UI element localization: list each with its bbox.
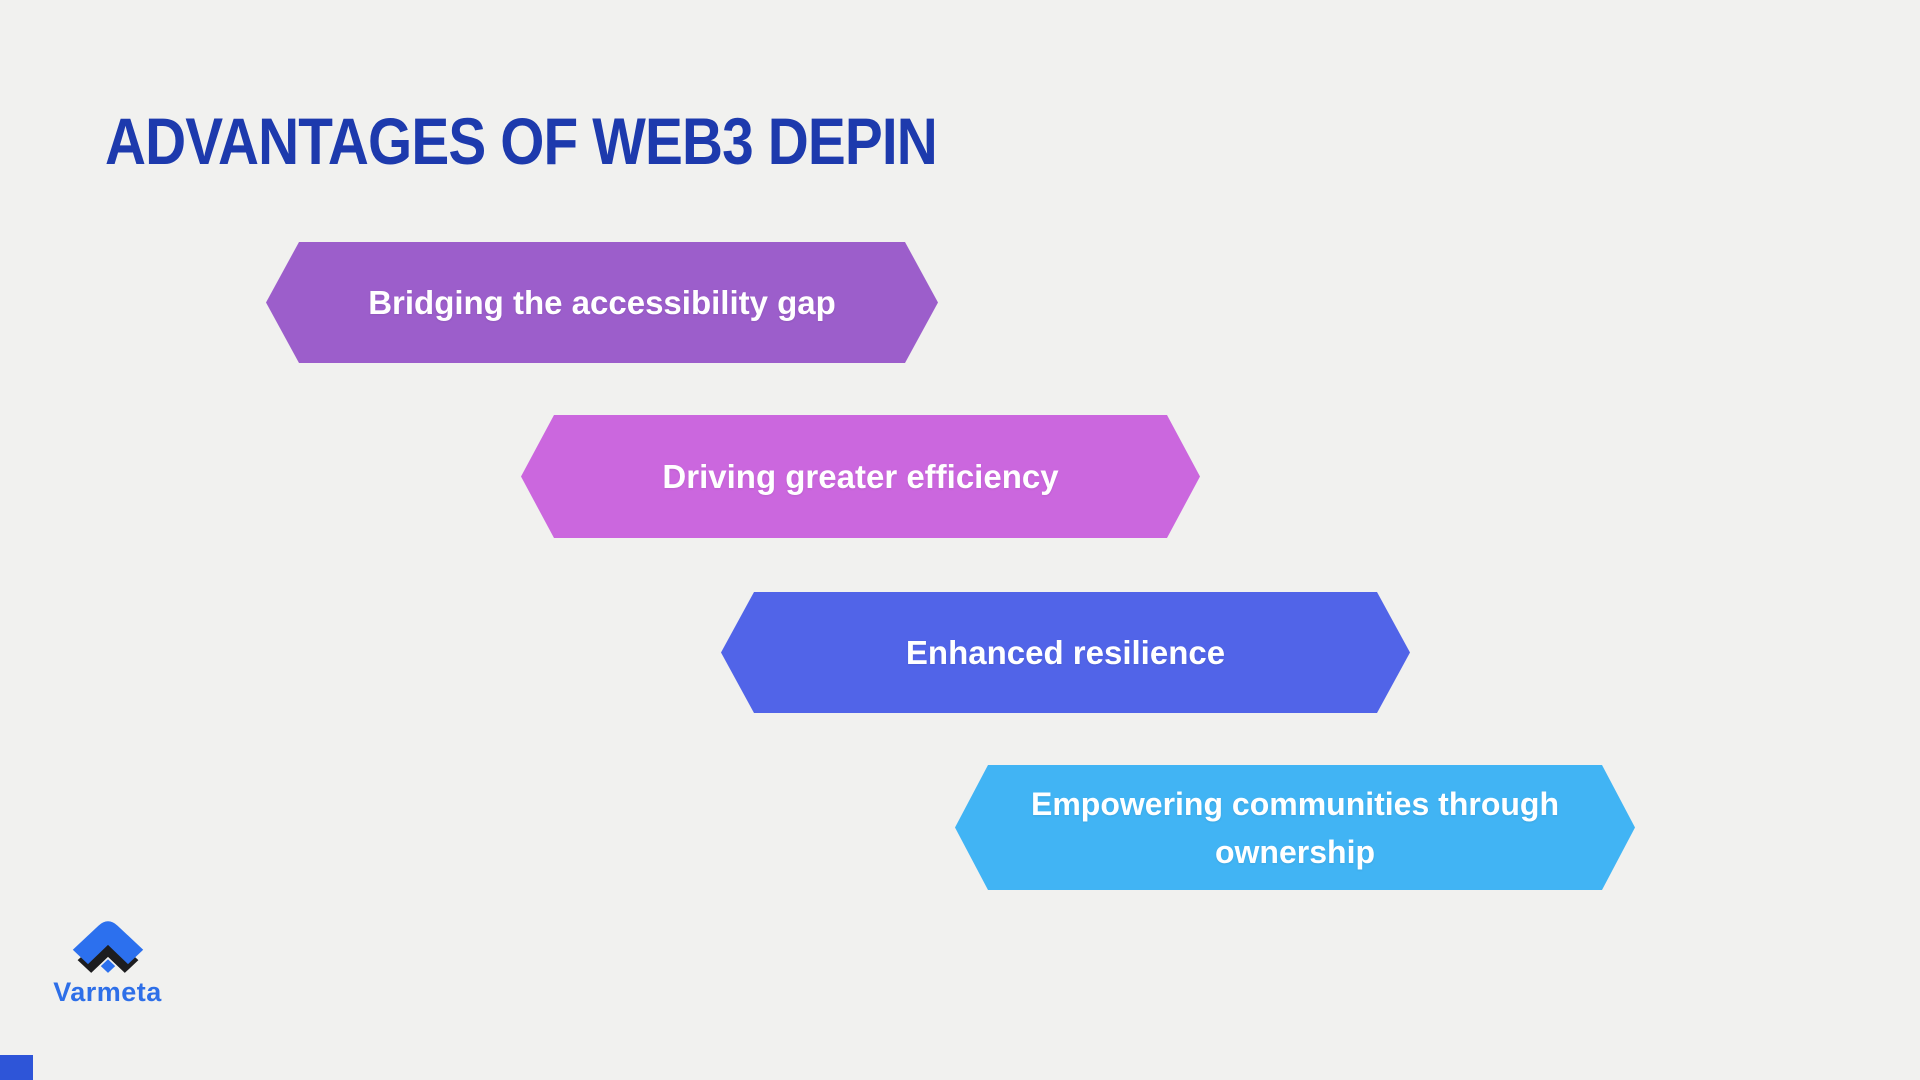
banner-community-ownership: Empowering communities through ownership bbox=[955, 765, 1635, 890]
banner-accessibility-gap: Bridging the accessibility gap bbox=[266, 242, 938, 363]
banner-label: Enhanced resilience bbox=[905, 633, 1226, 671]
logo-dark-chevron bbox=[77, 932, 138, 973]
banner-greater-efficiency: Driving greater efficiency bbox=[521, 415, 1200, 538]
varmeta-logo-icon bbox=[72, 921, 143, 973]
varmeta-brand-text: Varmeta bbox=[53, 977, 162, 1007]
logo-diamond bbox=[100, 959, 115, 973]
varmeta-logo: Varmeta bbox=[50, 912, 165, 1008]
logo-blue-chevron bbox=[72, 921, 143, 965]
page-title: ADVANTAGES OF WEB3 DEPIN bbox=[105, 104, 938, 178]
banner-label: Empowering communities through ownership bbox=[1030, 785, 1559, 870]
banner-enhanced-resilience: Enhanced resilience bbox=[721, 592, 1410, 713]
banner-label: Driving greater efficiency bbox=[662, 457, 1059, 495]
corner-accent-bar bbox=[0, 1055, 33, 1080]
banner-label: Bridging the accessibility gap bbox=[368, 283, 836, 321]
